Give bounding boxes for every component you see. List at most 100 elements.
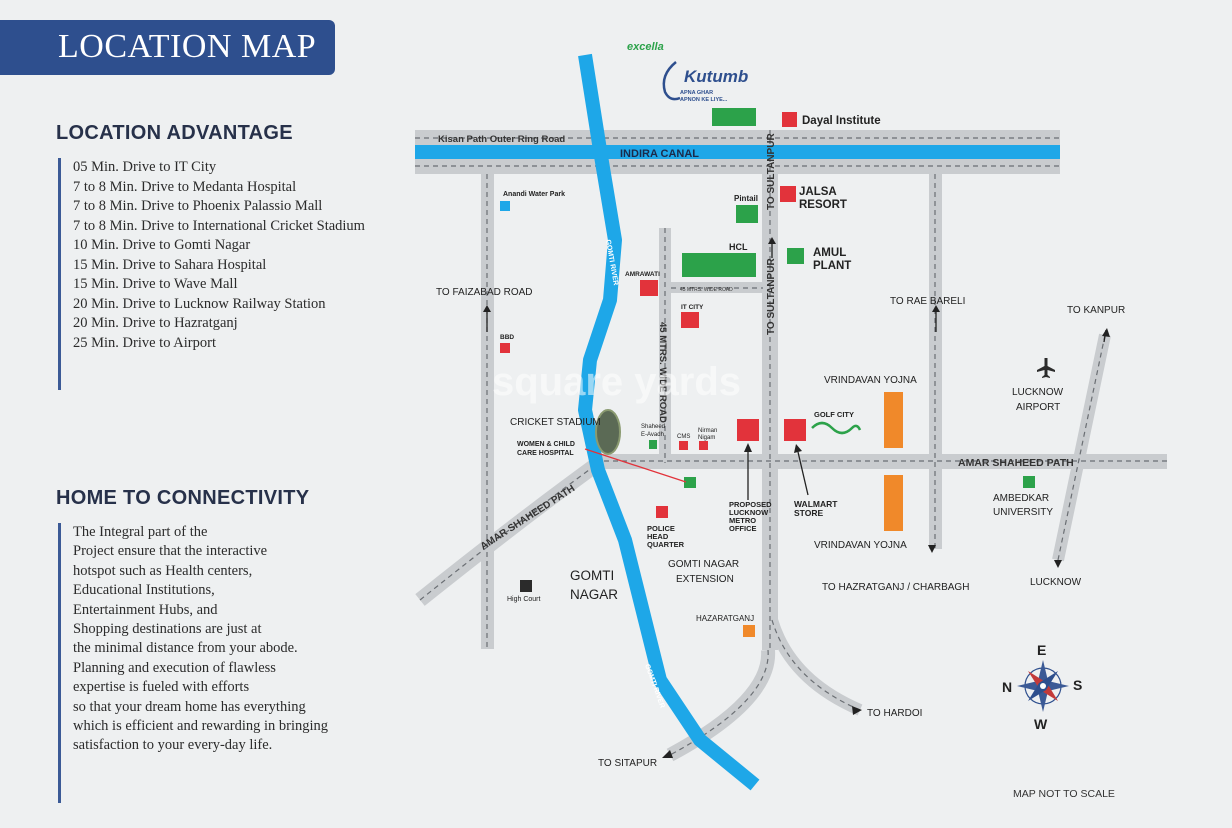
shaheed-label-2: E-Avadh: [641, 432, 664, 438]
vrindavan-bottom-marker: [884, 475, 903, 531]
sultanpur-label-top: TO SULTANPUR: [766, 133, 777, 210]
location-advantage-heading: LOCATION ADVANTAGE: [56, 122, 293, 144]
amrawati-label: AMRAWATI: [625, 271, 660, 278]
sultanpur-label-bottom: TO SULTANPUR: [766, 258, 777, 335]
project-marker: [684, 477, 696, 488]
advantage-item: 10 Min. Drive to Gomti Nagar: [73, 237, 251, 253]
women-label-2: CARE HOSPITAL: [517, 450, 574, 457]
compass-south: S: [1073, 677, 1082, 693]
advantage-item: 25 Min. Drive to Airport: [73, 334, 216, 351]
logo-tagline-1: APNA GHAR: [680, 90, 713, 96]
amul-label-2: PLANT: [813, 260, 851, 272]
rae-bareli-label: TO RAE BARELI: [890, 296, 965, 307]
pintail-marker: [736, 205, 758, 223]
connectivity-line: satisfaction to your every-day life.: [73, 737, 273, 754]
jalsa-marker: [780, 186, 796, 202]
women-label-1: WOMEN & CHILD: [517, 441, 575, 448]
it-city-marker: [681, 312, 699, 328]
amul-marker: [787, 248, 804, 264]
connectivity-line: Shopping destinations are just at: [73, 621, 262, 638]
pintail-label: Pintail: [734, 194, 758, 203]
compass-north: N: [1002, 679, 1012, 695]
airport-label-2: AIRPORT: [1016, 402, 1060, 413]
kanpur-label: TO KANPUR: [1067, 305, 1125, 316]
bbd-label: BBD: [500, 334, 514, 341]
logo-swirl-icon: [662, 61, 681, 101]
connectivity-line: The Integral part of the: [73, 524, 208, 540]
sultanpur-road: [762, 130, 778, 650]
connectivity-line: the minimal distance from your abode.: [73, 640, 298, 657]
golf-label: GOLF CITY: [814, 410, 854, 419]
lucknow-arrow-icon: [1054, 560, 1062, 568]
direction-arrows: [483, 237, 1110, 758]
connectivity-line: hotspot such as Health centers,: [73, 562, 253, 579]
ring-road: [415, 130, 1060, 146]
indira-canal: [415, 145, 1060, 159]
amar-shaheed-path-east: [595, 454, 1167, 469]
police-label-3: QUARTER: [647, 540, 685, 549]
connectivity-line: so that your dream home has everything: [73, 698, 306, 715]
roads: [415, 130, 1167, 650]
metro-label-4: OFFICE: [729, 524, 757, 533]
ring-road-label: Kisan Path Outer Ring Road: [438, 134, 565, 145]
direction-labels: TO FAIZABAD ROAD TO RAE BARELI TO KANPUR…: [436, 287, 1125, 769]
advantage-item: 7 to 8 Min. Drive to Medanta Hospital: [73, 178, 297, 195]
compass-icon: [1017, 660, 1069, 712]
advantage-item: 15 Min. Drive to Sahara Hospital: [73, 256, 267, 273]
metro-label-1: PROPOSED: [729, 500, 772, 509]
connectivity-line: expertise is fueled with efforts: [73, 679, 250, 696]
gne-label-1: GOMTI NAGAR: [668, 559, 739, 570]
bbd-marker: [500, 343, 510, 353]
ambedkar-label-1: AMBEDKAR: [993, 493, 1049, 504]
vrindavan-top-marker: [884, 392, 903, 448]
amul-label-1: AMUL: [813, 247, 846, 259]
canal-label: INDIRA CANAL: [620, 148, 699, 160]
scale-note: MAP NOT TO SCALE: [1013, 788, 1115, 800]
place-labels: Dayal Institute JALSA RESORT Pintail HCL…: [500, 115, 1064, 623]
police-label-1: POLICE: [647, 524, 675, 533]
metro-label-2: LUCKNOW: [729, 508, 769, 517]
dayal-label: Dayal Institute: [802, 115, 881, 127]
hardoi-label: TO HARDOI: [867, 708, 922, 719]
shaheed-marker: [649, 440, 657, 449]
cricket-label: CRICKET STADIUM: [510, 417, 601, 428]
airport-label-1: LUCKNOW: [1012, 387, 1064, 398]
logo-tagline-2: APNON KE LIYE...: [680, 97, 728, 103]
gne-label-2: EXTENSION: [676, 574, 734, 585]
vrindavan-top-label: VRINDAVAN YOJNA: [824, 375, 917, 386]
it-city-label: IT CITY: [681, 304, 704, 311]
connectivity-line: Planning and execution of flawless: [73, 659, 276, 676]
high-court-label: High Court: [507, 596, 541, 603]
amar-shaheed-label-east: AMAR SHAHEED PATH: [958, 457, 1074, 469]
sitapur-road: [666, 649, 776, 762]
vrindavan-bottom-label: VRINDAVAN YOJNA: [814, 540, 907, 551]
canal-road: [415, 158, 1060, 174]
cms-label: CMS: [677, 434, 690, 440]
connectivity-heading: HOME TO CONNECTIVITY: [56, 487, 310, 509]
advantage-item: 20 Min. Drive to Lucknow Railway Station: [73, 295, 326, 312]
walmart-label-2: STORE: [794, 508, 823, 518]
wide-road-label: 45 MTRS. WIDE ROAD: [657, 322, 668, 423]
golf-city-marker: [811, 421, 862, 435]
shaheed-label-1: Shaheed: [641, 424, 665, 430]
logo-brand: excella: [627, 41, 664, 53]
airplane-icon: [1037, 358, 1055, 378]
kanpur-road: [1052, 333, 1111, 562]
connectivity-line: which is efficient and rewarding in brin…: [73, 718, 329, 735]
ambedkar-marker: [1023, 476, 1035, 488]
ambedkar-label-2: UNIVERSITY: [993, 507, 1053, 518]
nirman-marker: [699, 441, 708, 450]
advantage-item: 15 Min. Drive to Wave Mall: [73, 276, 238, 292]
hardoi-road: [766, 618, 863, 716]
logo-name: Kutumb: [684, 67, 748, 86]
walmart-label-1: WALMART: [794, 499, 838, 509]
advantage-item: 7 to 8 Min. Drive to Phoenix Palassio Ma…: [73, 198, 323, 214]
hazratganj-label: HAZARATGANJ: [696, 614, 754, 623]
road-centerlines: [415, 130, 1167, 756]
wide-road-small-label: 45 MTRS. WIDE ROAD: [680, 287, 733, 293]
brand-logo: excella Kutumb APNA GHAR APNON KE LIYE..…: [627, 41, 748, 103]
walmart-pointer-icon: [797, 451, 809, 496]
connectivity-line: Entertainment Hubs, and: [73, 601, 218, 618]
advantage-item: 7 to 8 Min. Drive to International Crick…: [73, 217, 365, 234]
